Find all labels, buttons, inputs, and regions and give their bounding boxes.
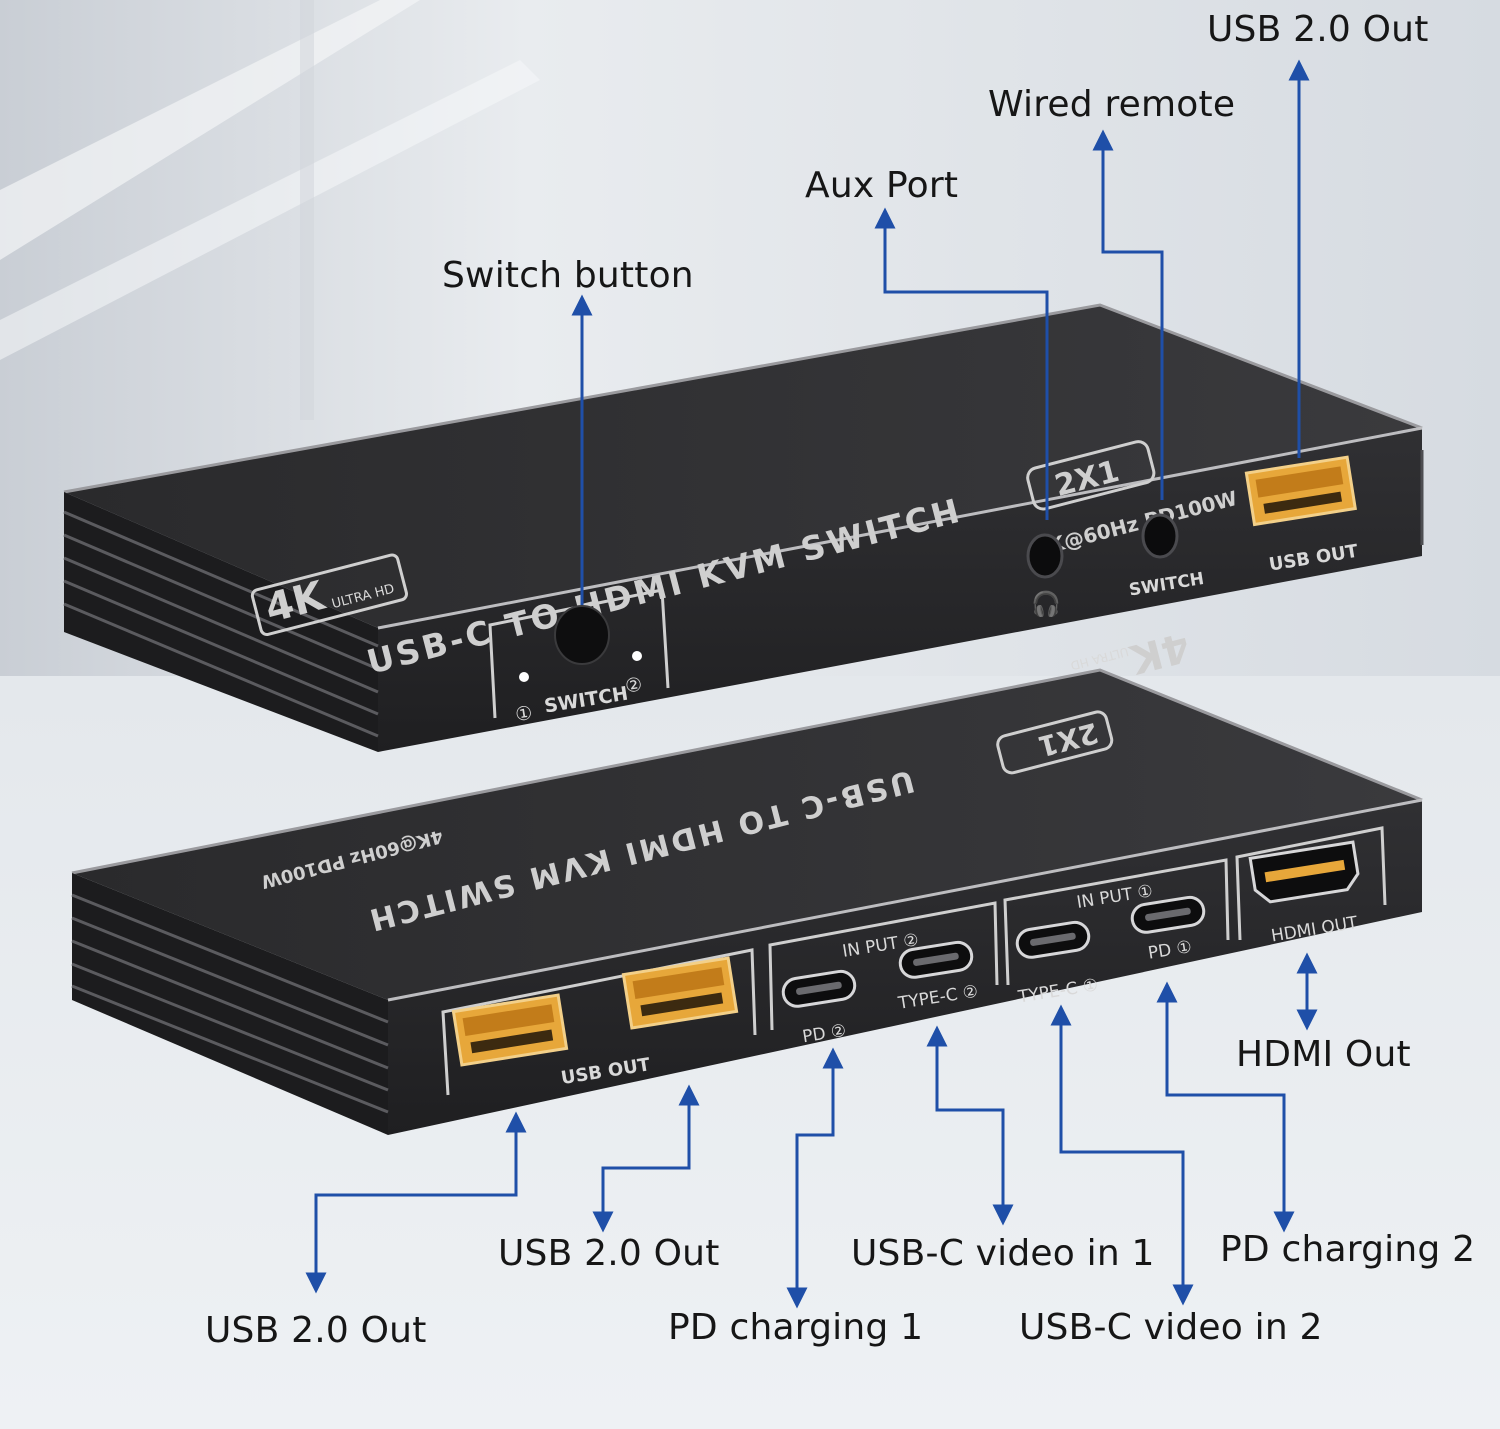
callout-usb-out-left: USB 2.0 Out — [205, 1310, 427, 1351]
top-device-side-fins — [64, 492, 378, 752]
hdmi-port[interactable] — [1248, 840, 1360, 904]
led-1 — [519, 672, 529, 682]
input-2-frame — [768, 901, 999, 1031]
input-1-frame — [1003, 858, 1230, 986]
callout-usb-c-video-in-1: USB-C video in 1 — [851, 1233, 1155, 1274]
leader-pd-charging-1 — [786, 1047, 844, 1309]
pd-1-port[interactable] — [1130, 895, 1206, 934]
callout-wired-remote: Wired remote — [988, 84, 1236, 125]
callout-aux-port: Aux Port — [805, 165, 959, 206]
leader-aux-port — [874, 207, 1049, 520]
pd-2-port[interactable] — [781, 969, 857, 1008]
bottom-device: USB-C TO HDMI KVM SWITCH 2X1 4K@60Hz PD1… — [71, 623, 1423, 1135]
bottom-ultra-hd: ULTRA HD — [1069, 644, 1130, 672]
button-led-2-label: ② — [624, 673, 644, 697]
bottom-device-top-face — [72, 670, 1422, 1000]
callout-usb-c-video-in-2: USB-C video in 2 — [1019, 1307, 1323, 1348]
usb-group-frame — [441, 948, 757, 1096]
typec-1-port[interactable] — [1015, 920, 1091, 959]
callout-usb-out-top: USB 2.0 Out — [1207, 9, 1429, 50]
switch-button[interactable] — [554, 605, 610, 665]
top-device-top-face — [64, 305, 1422, 628]
callout-pd-charging-2: PD charging 2 — [1220, 1229, 1476, 1270]
hdmi-frame — [1235, 826, 1387, 941]
led-2 — [632, 651, 642, 661]
typec-2-port[interactable] — [898, 940, 974, 979]
leader-wired-remote — [1092, 129, 1164, 500]
leader-usb-c-video-in-1 — [926, 1025, 1014, 1226]
bottom-device-fins — [71, 893, 389, 1114]
top-device: 4K ULTRA HD USB-C TO HDMI KVM SWITCH 2X1… — [63, 303, 1424, 752]
callout-hdmi-out: HDMI Out — [1236, 1034, 1411, 1075]
leader-pd-charging-2 — [1156, 981, 1295, 1233]
callout-pd-charging-1: PD charging 1 — [668, 1307, 924, 1348]
top-device-front-face — [378, 428, 1422, 752]
top-usb-port[interactable] — [1244, 455, 1357, 527]
headset-icon: 🎧 — [1031, 590, 1061, 618]
leader-lines — [305, 59, 1318, 1309]
top-4k-badge-frame — [250, 553, 408, 636]
leader-usb-mid — [592, 1084, 700, 1233]
bottom-usb-port-1[interactable] — [451, 993, 569, 1067]
bottom-4k-badge: 4K — [1124, 623, 1194, 683]
wired-remote-port[interactable] — [1141, 513, 1179, 559]
bottom-usb-port-2[interactable] — [621, 956, 739, 1030]
callout-switch-button: Switch button — [442, 255, 694, 296]
top-device-fins — [63, 510, 379, 738]
aux-port[interactable] — [1026, 533, 1064, 579]
button-led-1-label: ① — [514, 702, 534, 726]
leader-usb-left — [305, 1111, 527, 1294]
callout-usb-out-mid: USB 2.0 Out — [498, 1233, 720, 1274]
